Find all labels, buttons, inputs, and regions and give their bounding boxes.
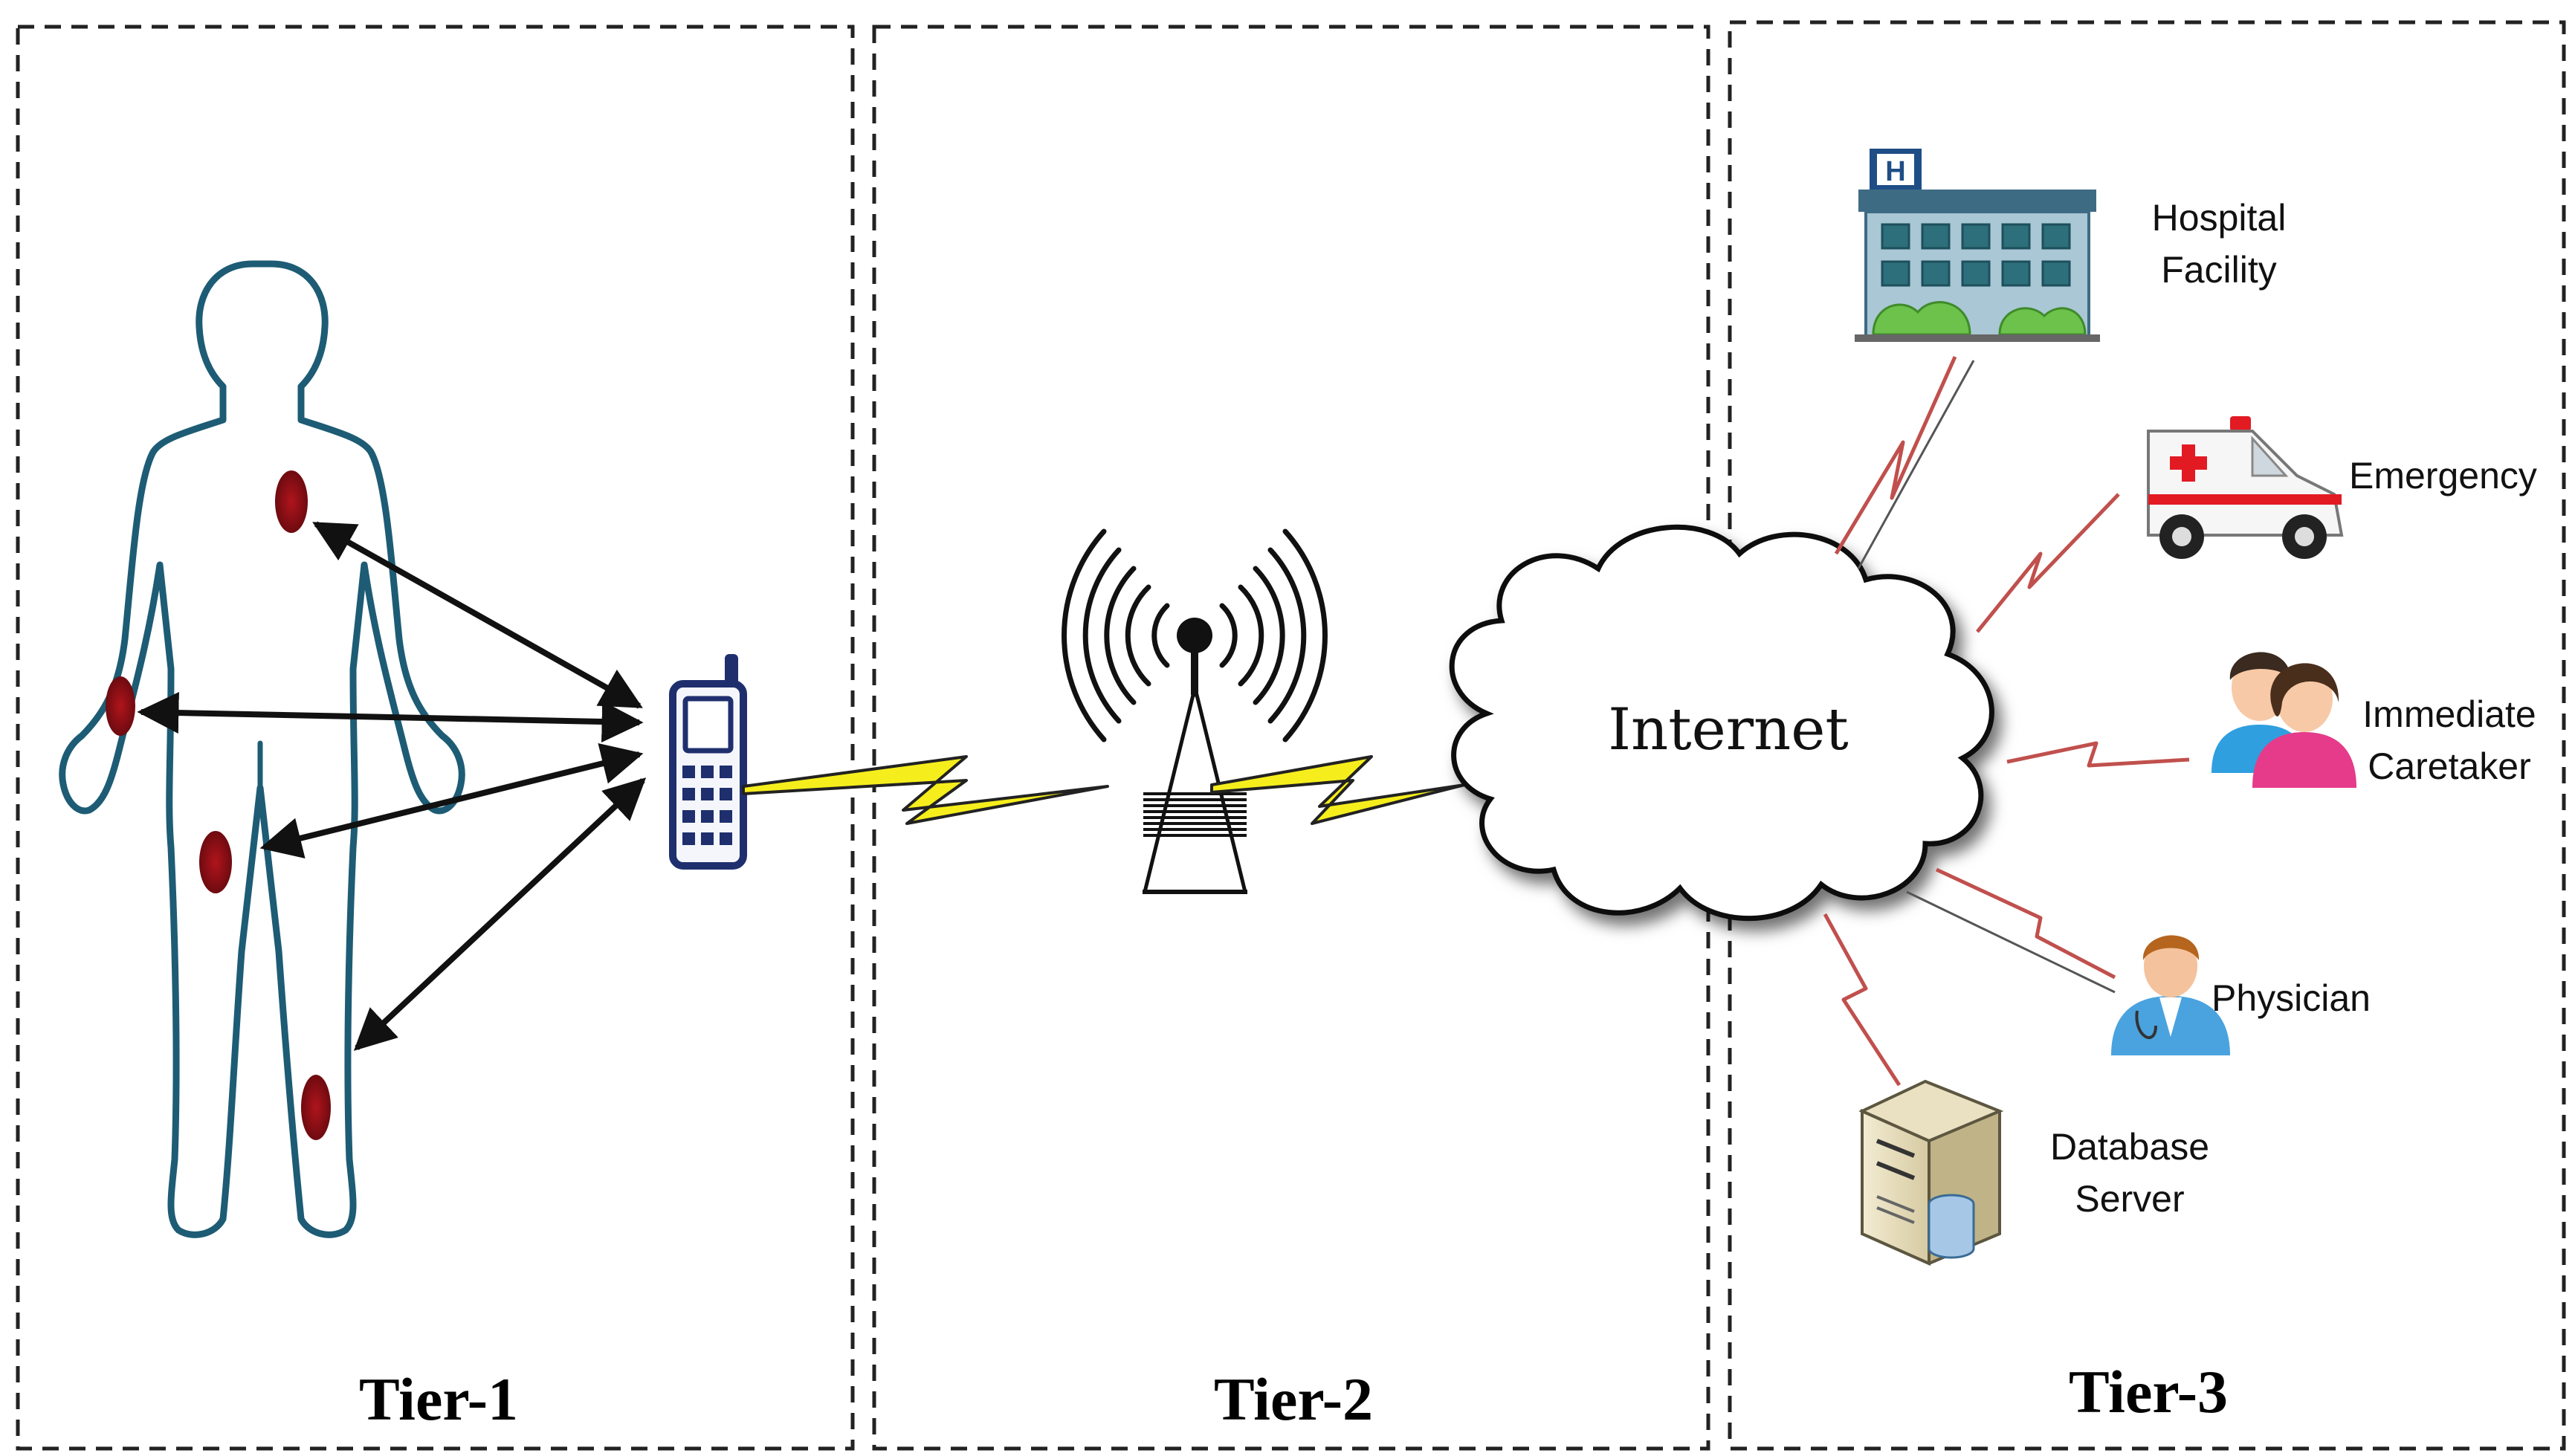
wireless-link-phone-tower xyxy=(742,755,1109,825)
body-sensors xyxy=(106,470,331,1140)
cell-tower-icon xyxy=(1062,528,1328,894)
tier-3-label: Tier-3 xyxy=(2069,1358,2228,1426)
internet-label: Internet xyxy=(1608,696,1849,763)
tier-2-label: Tier-2 xyxy=(1214,1365,1373,1433)
database-label-line-1: Database xyxy=(2050,1126,2209,1168)
ambulance-icon xyxy=(2147,416,2344,559)
emergency-label: Emergency xyxy=(2349,455,2537,496)
hospital-icon: H xyxy=(1855,149,2100,342)
svg-text:H: H xyxy=(1885,156,1905,187)
cloud-icon: Internet xyxy=(1449,524,1994,922)
tier-2-panel xyxy=(872,25,1710,1451)
thigh-sensor xyxy=(199,831,232,893)
ankle-sensor xyxy=(301,1075,331,1140)
mobile-phone-icon xyxy=(669,654,747,870)
tier-1-panel xyxy=(16,25,855,1451)
caretaker-icon xyxy=(2211,652,2356,788)
hospital-label-line-1: Hospital xyxy=(2152,197,2287,239)
caretaker-label-line-1: Immediate xyxy=(2362,693,2536,735)
wireless-link-tower-internet xyxy=(1210,755,1466,825)
chest-sensor xyxy=(275,470,308,533)
physician-icon xyxy=(2111,935,2230,1055)
tier-3-links xyxy=(1823,355,2190,1087)
database-server-icon xyxy=(1858,1079,2004,1266)
physician-label: Physician xyxy=(2211,977,2371,1019)
human-body-icon xyxy=(59,260,465,1238)
tier-1-label: Tier-1 xyxy=(359,1365,518,1433)
hospital-label-line-2: Facility xyxy=(2161,249,2277,291)
database-label-line-2: Server xyxy=(2075,1178,2184,1220)
wrist-sensor xyxy=(106,676,135,736)
sensor-links xyxy=(137,521,647,1051)
caretaker-label-line-2: Caretaker xyxy=(2368,745,2531,787)
